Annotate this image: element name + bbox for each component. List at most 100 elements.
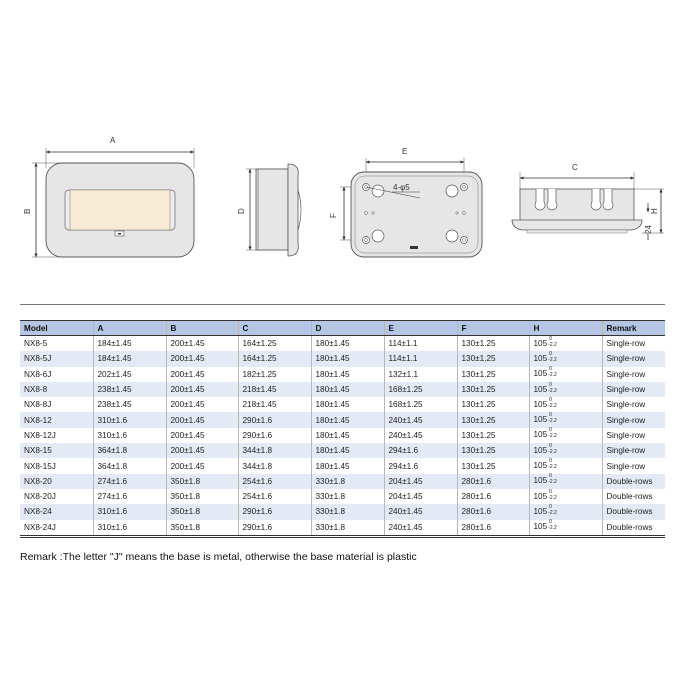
cell-b: 200±1.45: [165, 351, 238, 367]
table-header-row: Model A B C D E F H Remark: [20, 320, 665, 336]
cell-a: 184±1.45: [92, 335, 166, 352]
h-tolerance: 0-2.2: [548, 504, 558, 517]
cell-f: 280±1.6: [456, 504, 529, 520]
cell-f: 130±1.25: [456, 458, 529, 474]
hole-callout: 4-φ5: [393, 183, 410, 192]
cell-b: 200±1.45: [165, 397, 238, 413]
cell-a: 274±1.6: [92, 473, 166, 489]
tolerance-lower: -2.2: [548, 356, 557, 363]
cell-a: 238±1.45: [92, 381, 166, 398]
cell-a: 310±1.6: [92, 504, 166, 520]
col-header-a: A: [92, 320, 166, 336]
cell-e: 240±1.45: [383, 519, 457, 538]
cell-f: 130±1.25: [456, 381, 529, 398]
cell-d: 330±1.8: [310, 519, 384, 538]
cell-d: 180±1.45: [310, 458, 384, 474]
cell-d: 180±1.45: [310, 366, 384, 382]
cell-remark: Single-row: [601, 443, 665, 459]
cell-e: 240±1.45: [383, 427, 457, 444]
cell-b: 200±1.45: [165, 366, 238, 382]
h-tolerance: 0-2.2: [548, 381, 558, 395]
cell-a: 238±1.45: [92, 397, 166, 413]
cell-b: 350±1.8: [165, 504, 238, 520]
col-header-h: H: [528, 320, 602, 336]
cell-b: 200±1.45: [165, 458, 238, 474]
cell-model: NX8-12: [20, 412, 93, 428]
tolerance-lower: -2.2: [548, 402, 557, 409]
cell-e: 168±1.25: [383, 381, 457, 398]
cell-c: 164±1.25: [237, 351, 311, 367]
tolerance-upper: 0: [549, 458, 552, 465]
cell-d: 330±1.8: [310, 488, 384, 505]
cell-e: 114±1.1: [383, 335, 457, 352]
dim-label-24: 24: [644, 225, 653, 234]
tolerance-lower: -2.2: [548, 387, 557, 394]
tolerance-lower: -2.2: [548, 464, 557, 471]
dim-label-f: F: [329, 213, 338, 218]
cell-d: 180±1.45: [310, 443, 384, 459]
h-tolerance: 0-2.2: [548, 427, 558, 440]
cell-e: 294±1.6: [383, 458, 457, 474]
tolerance-upper: 0: [549, 488, 552, 495]
section-divider: [20, 304, 665, 305]
h-tolerance: 0-2.2: [548, 458, 558, 471]
cell-e: 294±1.6: [383, 443, 457, 459]
tolerance-upper: 0: [549, 412, 552, 419]
cell-c: 344±1.8: [237, 458, 311, 474]
cell-model: NX8-5: [24, 339, 48, 349]
h-value: 105: [533, 461, 548, 471]
h-tolerance: 0-2.2: [548, 488, 558, 502]
h-tolerance: 0-2.2: [548, 519, 558, 532]
dim-label-c: C: [572, 163, 578, 172]
tolerance-lower: -2.2: [548, 525, 557, 532]
cell-f: 130±1.25: [456, 397, 529, 413]
cell-b: 200±1.45: [165, 412, 238, 428]
cell-e: 204±1.45: [383, 473, 457, 489]
cell-c: 290±1.6: [237, 412, 311, 428]
spec-table: Model A B C D E F H Remark NX8-5 184±1.45…: [20, 320, 665, 538]
tolerance-lower: -2.2: [548, 433, 557, 440]
cell-d: 330±1.8: [310, 504, 384, 520]
h-value: 105: [533, 369, 548, 379]
tolerance-upper: 0: [549, 473, 552, 480]
cell-f: 130±1.25: [456, 412, 529, 428]
cell-f: 130±1.25: [456, 335, 529, 352]
cell-model: NX8-24J: [20, 519, 93, 538]
col-header-f: F: [456, 320, 529, 336]
cell-b: 200±1.45: [165, 443, 238, 459]
col-header-d: D: [310, 320, 384, 336]
cell-e: 168±1.25: [383, 397, 457, 413]
tolerance-upper: 0: [549, 519, 552, 526]
cell-d: 330±1.8: [310, 473, 384, 489]
technical-drawings: A B D E: [0, 0, 700, 300]
cell-f: 130±1.25: [456, 427, 529, 444]
tolerance-lower: -2.2: [548, 509, 557, 516]
cell-a: 310±1.6: [92, 427, 166, 444]
cell-remark: Single-row: [601, 366, 665, 382]
cell-d: 180±1.45: [310, 381, 384, 398]
cell-remark: Double-rows: [601, 488, 665, 505]
dim-label-b: B: [23, 209, 32, 214]
cell-b: 200±1.45: [165, 381, 238, 398]
front-view-drawing: A B: [23, 136, 195, 258]
cell-f: 280±1.6: [456, 473, 529, 489]
tolerance-upper: 0: [549, 381, 552, 388]
cell-a: 364±1.8: [92, 458, 166, 474]
cell-model: NX8-20: [20, 473, 93, 489]
cell-f: 130±1.25: [456, 351, 529, 367]
cell-model: NX8-5J: [20, 351, 93, 367]
cell-model: NX8-15J: [24, 461, 56, 471]
cell-remark: Single-row: [601, 458, 665, 474]
cell-c: 218±1.45: [237, 381, 311, 398]
cell-model: NX8-12J: [24, 430, 56, 440]
cell-remark: Single-row: [601, 335, 665, 352]
